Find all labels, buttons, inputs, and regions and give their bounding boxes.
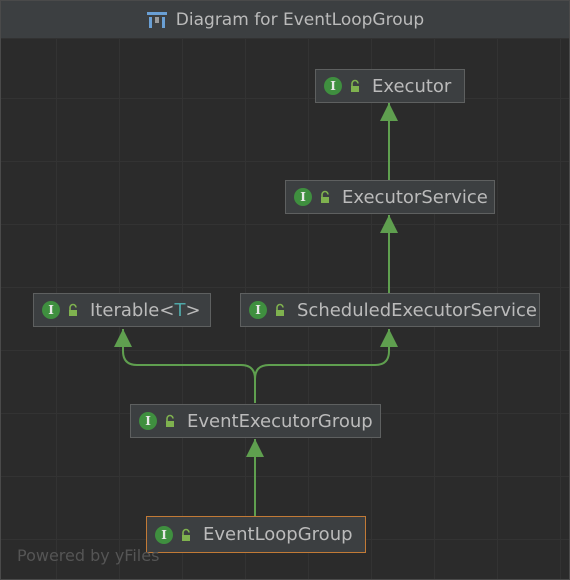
interface-badge-icon: I	[42, 301, 60, 319]
unlocked-public-icon	[166, 414, 174, 427]
title-bar: Diagram for EventLoopGroup	[1, 1, 569, 39]
interface-badge-icon: I	[249, 301, 267, 319]
node-executor[interactable]: I Executor	[315, 69, 465, 103]
node-label: ExecutorService	[342, 186, 488, 208]
node-eventexecutorgroup[interactable]: I EventExecutorGroup	[130, 404, 381, 438]
node-executorservice[interactable]: I ExecutorService	[285, 180, 495, 214]
unlocked-public-icon	[69, 303, 77, 316]
window-title: Diagram for EventLoopGroup	[175, 9, 425, 30]
powered-by-watermark: Powered by yFiles	[17, 546, 160, 565]
type-parameter: T	[174, 299, 186, 321]
node-scheduledexecutorservice[interactable]: I ScheduledExecutorService	[240, 293, 540, 327]
class-hierarchy-icon	[146, 11, 167, 28]
unlocked-public-icon	[182, 528, 190, 541]
interface-badge-icon: I	[155, 525, 173, 544]
node-label: ScheduledExecutorService	[297, 299, 537, 321]
node-label: Executor	[372, 75, 452, 97]
edge-eventexecutorgroup-iterable	[114, 329, 256, 403]
unlocked-public-icon	[351, 79, 359, 92]
diagram-canvas[interactable]: I Executor I ExecutorService I Iterable<…	[1, 39, 569, 579]
node-eventloopgroup[interactable]: I EventLoopGroup	[146, 516, 366, 553]
node-label: EventLoopGroup	[203, 524, 353, 545]
unlocked-public-icon	[321, 190, 329, 203]
inheritance-edges	[114, 103, 398, 516]
node-label: EventExecutorGroup	[187, 410, 373, 432]
unlocked-public-icon	[276, 303, 284, 316]
node-name: Iterable	[90, 299, 160, 321]
interface-badge-icon: I	[294, 188, 312, 206]
node-label: Iterable<T>	[90, 299, 201, 321]
node-iterable[interactable]: I Iterable<T>	[33, 293, 211, 327]
interface-badge-icon: I	[324, 77, 342, 95]
edge-eventexecutorgroup-scheduled	[254, 329, 398, 380]
interface-badge-icon: I	[139, 412, 157, 430]
